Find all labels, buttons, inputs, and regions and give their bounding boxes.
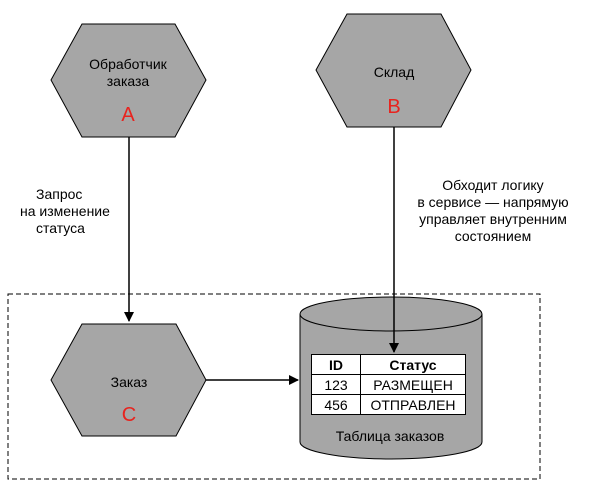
order-status-table: ID Статус 123 РАЗМЕЩЕН 456 ОТПРАВЛЕН — [311, 354, 466, 415]
request-label-line2: на изменение — [20, 203, 110, 219]
order-handler-hexagon — [50, 23, 207, 138]
request-label-line3: статуса — [36, 220, 85, 236]
order-handler-letter: A — [121, 104, 135, 126]
table-cell-status: РАЗМЕЩЕН — [360, 374, 466, 395]
request-label-line1: Запрос — [36, 186, 83, 202]
table-cell-status: ОТПРАВЛЕН — [360, 394, 466, 415]
bypass-label-line2: в сервисе — напрямую — [417, 194, 569, 210]
order-hexagon — [50, 323, 207, 437]
table-cell-id: 123 — [311, 374, 361, 395]
bypass-label-line4: состоянием — [454, 228, 532, 244]
order-handler-label-line2: заказа — [106, 73, 150, 89]
table-row: 123 РАЗМЕЩЕН — [311, 374, 466, 395]
order-handler-label-line1: Обработчик — [89, 56, 167, 72]
bypass-label-line1: Обходит логику — [442, 177, 544, 193]
order-label: Заказ — [110, 374, 148, 390]
column-header-status: Статус — [360, 354, 466, 375]
order-table-caption: Таблица заказов — [335, 428, 445, 444]
table-header-row: ID Статус — [311, 354, 466, 375]
warehouse-hexagon — [315, 13, 472, 128]
warehouse-label: Склад — [373, 64, 415, 80]
order-letter: C — [121, 404, 137, 426]
column-header-id: ID — [311, 354, 361, 375]
service-boundary — [7, 293, 541, 480]
table-cell-id: 456 — [311, 394, 361, 415]
table-row: 456 ОТПРАВЛЕН — [311, 394, 466, 415]
warehouse-letter: B — [387, 96, 401, 118]
bypass-label-line3: управляет внутренним — [419, 211, 567, 227]
